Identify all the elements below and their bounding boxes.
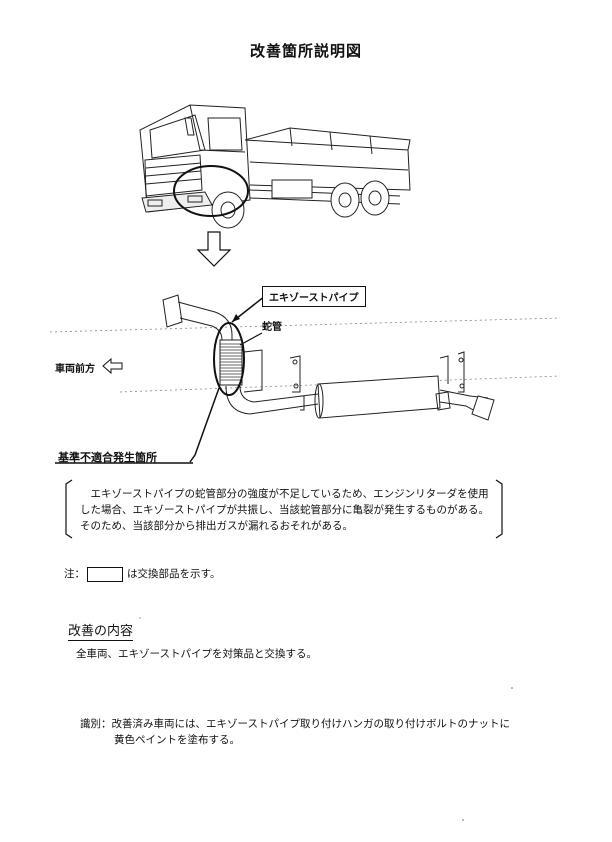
flex-pipe-corrugation [220,343,242,381]
note-line: 注： は交換部品を示す。 [64,566,220,582]
replacement-part-sample-box [87,566,123,582]
flex-pipe-highlight [213,322,245,396]
truck-illustration [139,104,411,229]
description-bracket-left [65,479,73,539]
description-bracket-right [495,479,503,539]
vehicle-front-label: 車両前方 [55,364,95,375]
vehicle-front-arrow-icon [102,357,123,375]
flex-pipe-label: 蛇管 [262,322,282,333]
down-arrow-icon [196,231,232,267]
defect-location-label: 基準不適合発生箇所 [58,451,157,464]
exhaust-system-illustration [162,294,495,421]
page-title: 改善箇所説明図 [249,42,362,60]
improvement-heading: 改善の内容 [68,620,134,641]
note-prefix: 注： [64,568,85,580]
identification-line2: 黄色ペイントを塗布する。 [114,734,240,746]
identification-block: 識別：改善済み車両には、エキゾーストパイプ取り付けハンガの取り付けボルトのナット… [80,716,550,748]
truck-highlight-ellipse [173,165,249,217]
defect-description: エキゾーストパイプの蛇管部分の強度が不足しているため、エンジンリターダを使用した… [80,488,489,532]
identification-label: 識別： [80,718,112,730]
muffler [317,375,441,419]
identification-line1: 改善済み車両には、エキゾーストパイプ取り付けハンガの取り付けボルトのナットに [111,718,510,730]
exhaust-pipe-label: エキゾーストパイプ [262,286,366,307]
note-suffix: は交換部品を示す。 [127,568,221,580]
improvement-body: 全車両、エキゾーストパイプを対策品と交換する。 [76,648,317,660]
